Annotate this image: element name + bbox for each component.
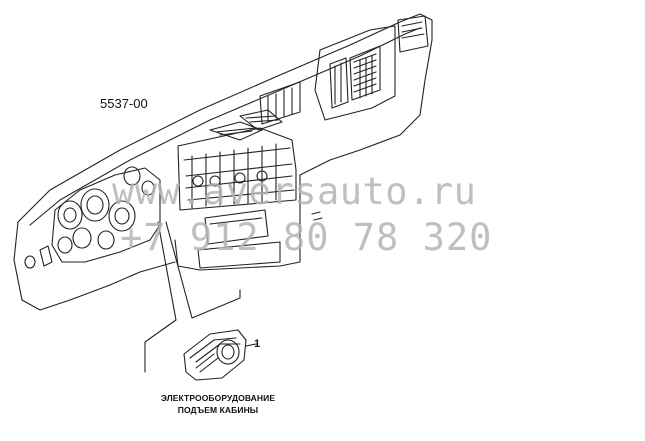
watermark-phone: +7 912 80 78 320 bbox=[120, 216, 493, 259]
leader-lines bbox=[144, 221, 241, 373]
cab-lift-switch bbox=[183, 329, 257, 381]
callout-number: 1 bbox=[254, 338, 261, 350]
right-vents bbox=[259, 15, 429, 125]
model-code-label: 5537-00 bbox=[100, 96, 148, 111]
part-caption: ЭЛЕКТРООБОРУДОВАНИЕ ПОДЪЕМ КАБИНЫ bbox=[148, 392, 288, 416]
instrument-cluster bbox=[24, 166, 161, 269]
watermark-url: www.aversauto.ru bbox=[112, 170, 477, 213]
caption-line-cab-lift: ПОДЪЕМ КАБИНЫ bbox=[177, 405, 259, 415]
center-console bbox=[177, 109, 323, 269]
caption-line-electrical: ЭЛЕКТРООБОРУДОВАНИЕ bbox=[160, 393, 276, 403]
dashboard-outline bbox=[13, 13, 433, 311]
